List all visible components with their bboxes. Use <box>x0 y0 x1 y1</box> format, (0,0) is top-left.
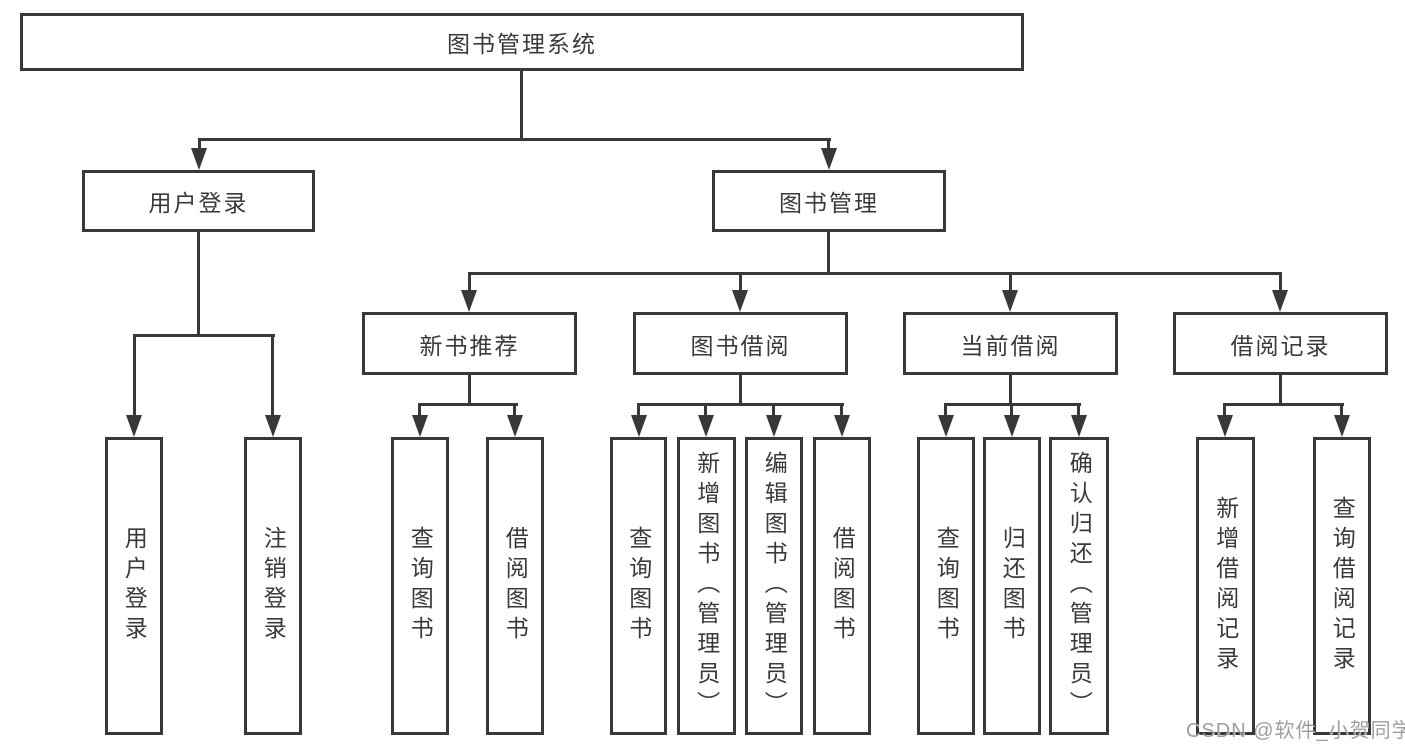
node-borrow-records: 借阅记录 <box>1173 312 1388 375</box>
arrowhead-down-icon <box>732 290 748 312</box>
leaf-label: 归还图书 <box>999 526 1026 646</box>
connector-line <box>944 405 947 416</box>
connector-line <box>468 272 1282 275</box>
leaf-label: 查询图书 <box>933 526 960 646</box>
arrowhead-down-icon <box>834 415 850 437</box>
connector-line <box>739 274 742 292</box>
connector-line <box>827 232 830 275</box>
connector-line <box>944 403 1081 406</box>
connector-line <box>637 405 640 416</box>
connector-line <box>133 336 136 416</box>
arrowhead-down-icon <box>1272 290 1288 312</box>
leaf-query-borrow-record: 查询借阅记录 <box>1313 437 1371 735</box>
connector-line <box>1077 405 1080 416</box>
connector-line <box>468 274 471 292</box>
connector-line <box>197 232 200 336</box>
connector-line <box>198 138 831 141</box>
leaf-borrow-query-books: 查询图书 <box>610 437 667 735</box>
leaf-borrow-edit-books-admin: 编辑图书（管理员） <box>745 437 803 735</box>
node-book-borrow: 图书借阅 <box>633 312 848 375</box>
connector-line <box>271 336 274 416</box>
connector-line <box>1009 274 1012 292</box>
watermark: CSDN @软件_小贺同学 <box>1186 720 1405 742</box>
connector-line <box>1223 405 1226 416</box>
connector-line <box>840 405 843 416</box>
connector-line <box>1010 405 1013 416</box>
leaf-current-confirm-return-admin: 确认归还（管理员） <box>1049 437 1109 735</box>
node-label: 当前借阅 <box>960 332 1061 359</box>
connector-line <box>418 403 518 406</box>
leaf-label: 查询借阅记录 <box>1329 496 1356 676</box>
arrowhead-down-icon <box>1071 415 1087 437</box>
arrowhead-down-icon <box>265 415 281 437</box>
leaf-label: 查询图书 <box>407 526 434 646</box>
connector-line <box>827 140 830 150</box>
node-user-login: 用户登录 <box>82 170 315 232</box>
arrowhead-down-icon <box>1004 415 1020 437</box>
connector-line <box>513 405 516 416</box>
connector-line <box>704 405 707 416</box>
leaf-recommend-query-books: 查询图书 <box>391 437 449 735</box>
leaf-label: 借阅图书 <box>502 526 529 646</box>
arrowhead-down-icon <box>191 148 207 170</box>
connector-line <box>1009 375 1012 405</box>
connector-line <box>468 375 471 405</box>
leaf-label: 新增借阅记录 <box>1212 496 1239 676</box>
leaf-add-borrow-record: 新增借阅记录 <box>1196 437 1255 735</box>
leaf-borrow-add-books-admin: 新增图书（管理员） <box>677 437 736 735</box>
node-label: 新书推荐 <box>419 332 520 359</box>
arrowhead-down-icon <box>821 148 837 170</box>
connector-line <box>1340 405 1343 416</box>
node-label: 图书管理系统 <box>447 31 597 57</box>
node-book-management: 图书管理 <box>712 170 946 232</box>
node-root: 图书管理系统 <box>20 13 1024 71</box>
leaf-label: 新增图书（管理员） <box>693 451 720 721</box>
leaf-current-return-books: 归还图书 <box>983 437 1041 735</box>
arrowhead-down-icon <box>938 415 954 437</box>
node-label: 用户登录 <box>148 190 249 216</box>
arrowhead-down-icon <box>1217 415 1233 437</box>
node-label: 图书借阅 <box>690 332 791 359</box>
connector-line <box>520 71 523 139</box>
node-new-book-recommend: 新书推荐 <box>362 312 577 375</box>
leaf-borrow-borrow-books: 借阅图书 <box>813 437 871 735</box>
node-current-borrow: 当前借阅 <box>903 312 1118 375</box>
arrowhead-down-icon <box>631 415 647 437</box>
leaf-label: 借阅图书 <box>829 526 856 646</box>
leaf-label: 确认归还（管理员） <box>1066 451 1093 721</box>
arrowhead-down-icon <box>766 415 782 437</box>
leaf-label: 用户登录 <box>121 526 148 646</box>
leaf-label: 查询图书 <box>625 526 652 646</box>
leaf-recommend-borrow-books: 借阅图书 <box>486 437 544 735</box>
arrowhead-down-icon <box>412 415 428 437</box>
connector-line <box>418 405 421 416</box>
arrowhead-down-icon <box>1002 290 1018 312</box>
arrowhead-down-icon <box>1334 415 1350 437</box>
arrowhead-down-icon <box>126 415 142 437</box>
connector-line <box>637 403 844 406</box>
arrowhead-down-icon <box>507 415 523 437</box>
arrowhead-down-icon <box>698 415 714 437</box>
arrowhead-down-icon <box>461 290 477 312</box>
leaf-current-query-books: 查询图书 <box>917 437 975 735</box>
connector-line <box>198 140 201 150</box>
leaf-user-login: 用户登录 <box>105 437 163 735</box>
connector-line <box>1223 403 1344 406</box>
node-label: 借阅记录 <box>1230 332 1331 359</box>
connector-line <box>133 334 275 337</box>
connector-line <box>772 405 775 416</box>
connector-line <box>1279 274 1282 292</box>
leaf-logout: 注销登录 <box>244 437 302 735</box>
node-label: 图书管理 <box>779 190 879 216</box>
connector-line <box>1279 375 1282 405</box>
connector-line <box>739 375 742 405</box>
leaf-label: 注销登录 <box>260 526 287 646</box>
leaf-label: 编辑图书（管理员） <box>761 451 788 721</box>
